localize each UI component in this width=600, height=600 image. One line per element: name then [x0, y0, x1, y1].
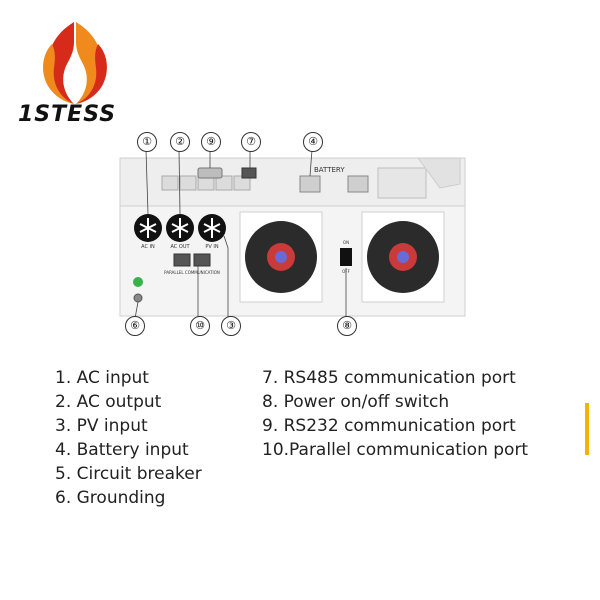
callout-2: ② [170, 132, 190, 152]
ac-input-terminal: AC IN [134, 214, 162, 250]
leader-lines [133, 149, 347, 325]
legend-item: 6. Grounding [55, 488, 166, 508]
legend-left: 1. AC input 2. AC output 3. PV input 4. … [55, 366, 202, 510]
switch-on-label: ON [343, 240, 349, 245]
ac-in-label: AC IN [141, 244, 155, 250]
pv-in-label: PV IN [205, 244, 218, 250]
rs485-port [241, 167, 257, 179]
battery-terminal-negative [347, 175, 369, 193]
brand-name: 1STESS [18, 102, 117, 127]
ac-out-label: AC OUT [170, 244, 190, 250]
parallel-port-1 [173, 253, 191, 267]
ac-output-terminal: AC OUT [166, 214, 194, 250]
callout-4: ④ [303, 132, 323, 152]
inverter-rear-panel-diagram: BATTERY AC IN AC OUT PV IN PARALLEL COMM… [119, 149, 466, 325]
legend-item: 4. Battery input [55, 440, 189, 460]
callout-9: ⑨ [201, 132, 221, 152]
legend-item: 8. Power on/off switch [262, 392, 450, 412]
battery-terminal-positive [299, 175, 321, 193]
brand-logo-icon: 1 [43, 22, 107, 104]
parallel-label: PARALLEL COMMUNICATION [164, 270, 220, 275]
legend-item: 10.Parallel communication port [262, 440, 529, 460]
parallel-port-2 [193, 253, 211, 267]
legend-item: 3. PV input [55, 416, 148, 436]
legend-item: 1. AC input [55, 368, 149, 388]
logo-digit: 1 [65, 57, 86, 92]
callout-1: ① [137, 132, 157, 152]
ground-indicator [133, 277, 143, 287]
cooling-fan-left [239, 211, 323, 303]
callout-3: ③ [221, 316, 241, 336]
battery-label: BATTERY [314, 166, 345, 174]
accent-bar [585, 403, 589, 455]
grounding-screw [133, 293, 143, 303]
legend-item: 2. AC output [55, 392, 162, 412]
callout-8: ⑧ [337, 316, 357, 336]
pv-input-terminal: PV IN [198, 214, 226, 250]
callout-7: ⑦ [241, 132, 261, 152]
cooling-fan-right [361, 211, 445, 303]
legend-right: 7. RS485 communication port 8. Power on/… [262, 366, 528, 462]
rs232-port [197, 167, 223, 179]
legend-item: 7. RS485 communication port [262, 368, 516, 388]
callout-6: ⑥ [125, 316, 145, 336]
callout-10: ⑩ [190, 316, 210, 336]
legend-item: 5. Circuit breaker [55, 464, 202, 484]
legend-item: 9. RS232 communication port [262, 416, 516, 436]
